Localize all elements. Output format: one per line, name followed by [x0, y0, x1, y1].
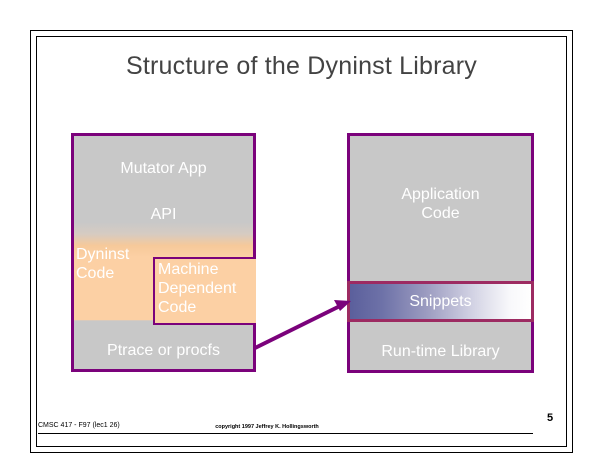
- footer-divider: [38, 433, 533, 434]
- slide-frame-inner: [36, 36, 567, 447]
- page-number: 5: [546, 412, 554, 424]
- machine-dependent-code-box: [153, 257, 256, 325]
- right-stack-container: [347, 133, 534, 373]
- footer-course-label: CMSC 417 - F97 (lec1 26): [38, 422, 120, 429]
- page-title: Structure of the Dyninst Library: [126, 52, 477, 80]
- instrumentation-arrow-icon: [254, 300, 351, 350]
- slide-frame-outer: [30, 30, 573, 453]
- snippets-band: [347, 281, 534, 322]
- footer-copyright-label: copyright 1997 Jeffrey K. Hollingsworth: [215, 424, 319, 430]
- left-stack-container: [71, 133, 256, 372]
